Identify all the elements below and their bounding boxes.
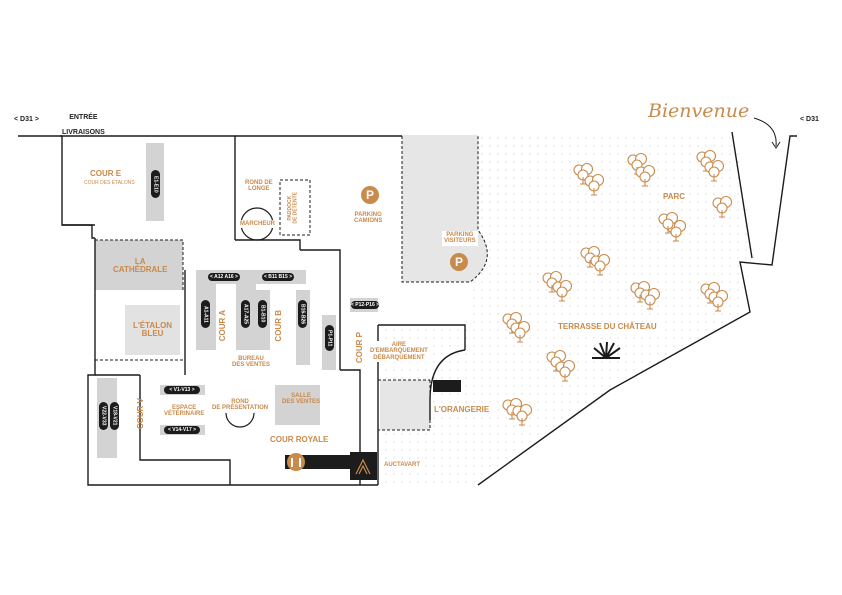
zone-marcheur: MARCHEUR [238, 220, 277, 229]
restroom-icon [287, 453, 305, 471]
box-label-e: E1-E10 [151, 170, 160, 198]
road-d31-left: < D31 > [14, 116, 39, 123]
zone-cour-e: COUR E [90, 169, 122, 178]
box-label-p-left: P1-P11 [325, 325, 334, 351]
box-label-p-top: < P12-P16 > [350, 301, 380, 309]
entry-line1: ENTRÉE [69, 114, 98, 122]
zone-cour-e-sub: COUR DES ÉTALONS [84, 180, 135, 186]
zone-parc: PARC [663, 192, 686, 201]
box-label-v-right: V18-V21 [110, 402, 119, 430]
parking-icon: P [361, 186, 379, 204]
box-label-v-top: < V1-V13 > [164, 386, 200, 394]
zone-etalon-bleu: L'ÉTALON BLEU [133, 321, 173, 339]
zone-rond-presentation: ROND DE PRÉSENTATION [210, 398, 271, 413]
zone-aire-embarquement: AIRE D'EMBARQUEMENT DÉBARQUEMENT [368, 341, 430, 362]
zone-orangerie: L'ORANGERIE [432, 405, 492, 416]
entry-line2: LIVRAISONS [62, 129, 105, 137]
welcome-label: Bienvenue [648, 100, 750, 122]
zone-espace-vet: ESPACE VÉTÉRINAIRE [162, 404, 207, 419]
zone-cour-v: COUR V [136, 398, 145, 430]
box-label-a-top: < A12 A16 > [208, 273, 240, 281]
parking-icon: P [450, 253, 468, 271]
zone-paddock: PADDOCK DE DÉTENTE [287, 192, 299, 224]
entry-label: ENTRÉE LIVRAISONS [62, 107, 105, 144]
curved-arrow-icon [753, 117, 777, 147]
zone-parking-visiteurs: PARKING VISITEURS [442, 231, 478, 246]
terrace-sun-icon [592, 341, 621, 359]
road-d31-right: < D31 [800, 116, 819, 123]
auctavart-logo-icon [350, 452, 377, 480]
dashed-outlines [95, 136, 488, 431]
zone-cour-p: COUR P [355, 332, 364, 364]
box-label-b-top: < B11 B15 > [262, 273, 294, 281]
zone-cour-royale: COUR ROYALE [270, 435, 329, 444]
zone-parking-camions: PARKING CAMIONS [352, 211, 385, 226]
box-label-v-left: V22-V33 [99, 402, 108, 430]
box-label-a-left: A1-A11 [201, 300, 210, 328]
box-label-a-right: A17-A25 [241, 300, 250, 328]
box-label-v-bottom: < V14-V17 > [164, 426, 200, 434]
zone-cour-a: COUR A [218, 310, 227, 342]
zone-salle-ventes: SALLE DES VENTES [282, 393, 321, 406]
zone-terrasse: TERRASSE DU CHÂTEAU [556, 322, 659, 333]
box-label-b-right: B16-B26 [298, 300, 307, 328]
zone-cour-b: COUR B [274, 310, 283, 342]
zone-bureau-ventes: BUREAU DES VENTES [230, 355, 273, 370]
zone-auctavart: AUCTAVART [382, 461, 422, 470]
zone-cathedrale: LA CATHÉDRALE [113, 257, 168, 275]
zone-rond-longe: ROND DE LONGE [243, 179, 275, 194]
box-label-b-left: B1-B10 [258, 300, 267, 328]
